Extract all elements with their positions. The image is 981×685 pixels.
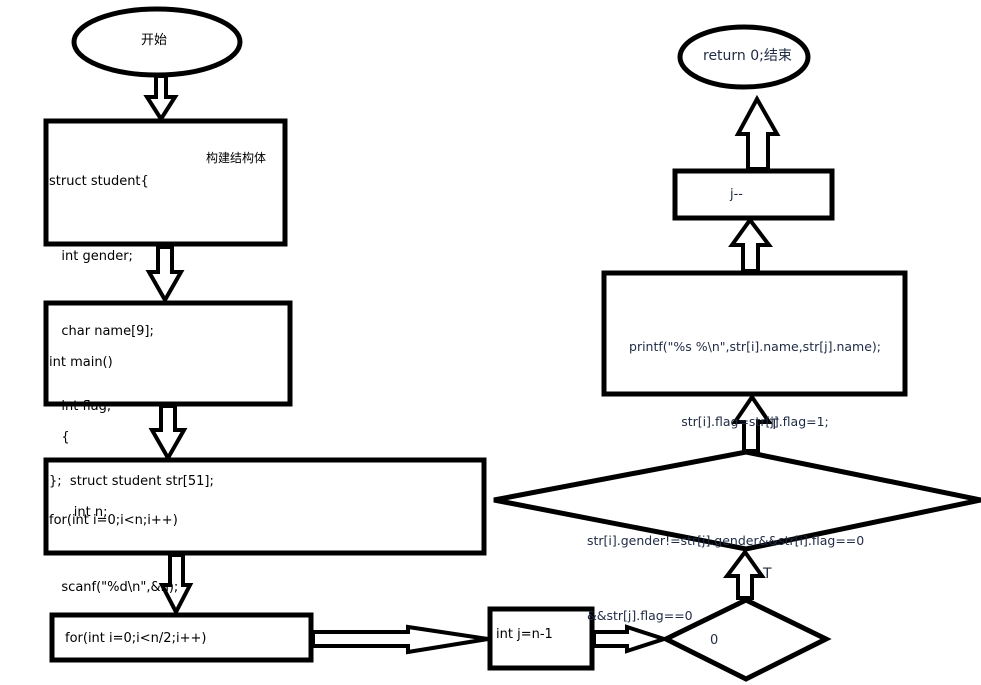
arrow-match-to-print [731,393,773,453]
struct-line: struct student{ [49,174,149,189]
struct-line: char name[9]; [49,324,154,339]
init-j-box [487,606,595,671]
main-line: int main() [49,355,113,370]
main-line: { [49,430,70,445]
arrow-outer-loop-to-init-j [311,624,489,655]
struct-code: struct student{ int gender; char name[9]… [49,119,214,519]
start-label: 开始 [141,33,168,48]
match-condition-true-label: T [770,417,779,433]
end-label: return 0;结束 [703,48,792,64]
loop-condition-diamond [660,597,832,682]
input-loop-line: for(int i=0;i<n;i++) [49,513,178,528]
struct-line: }; struct student str[51]; [49,474,214,489]
arrow-start-to-struct [143,74,179,123]
init-j-label: int j=n-1 [496,627,553,642]
loop-condition-true-label: T [763,566,772,582]
print-box [601,270,908,397]
struct-line: int flag; [49,399,112,414]
struct-box [43,118,288,247]
arrow-struct-to-main [145,245,185,305]
match-condition-diamond [493,449,981,552]
print-line: str[i].flag=str[j].flag=1; [681,414,829,429]
main-line: int n; [49,505,108,520]
arrow-condition-to-match [723,548,766,600]
arrow-main-to-input-loop [148,404,188,463]
arrow-init-j-to-condition [592,624,671,654]
input-loop-box [43,457,487,556]
input-loop-code: for(int i=0;i<n;i++) { scanf("%d %s",&st… [49,458,361,550]
loop-condition-label: 0 [710,633,719,648]
print-line: printf("%s %\n",str[i].name,str[j].name)… [629,339,881,354]
main-box [43,300,293,407]
print-code: printf("%s %\n",str[i].name,str[j].name)… [606,284,904,459]
match-condition-line: &&str[j].flag==0 [587,608,693,623]
main-line: scanf("%d\n",&n); [49,580,179,595]
struct-annotation: 构建结构体 [206,151,267,165]
decrement-box [672,168,835,221]
outer-loop-label: for(int i=0;i<n/2;i++) [65,631,207,646]
arrow-input-to-outer-loop [158,553,194,617]
match-condition-text: str[i].gender!=str[j].gender&&str[i].fla… [587,478,864,653]
match-condition-line: str[i].gender!=str[j].gender&&str[i].fla… [587,533,865,548]
decrement-label: j-- [730,187,743,202]
struct-line: int gender; [49,249,133,264]
main-code: int main() { int n; scanf("%d\n",&n); [49,300,178,625]
arrow-decrement-to-end [734,94,781,171]
end-node [677,24,811,90]
arrow-print-to-decrement [728,216,774,273]
